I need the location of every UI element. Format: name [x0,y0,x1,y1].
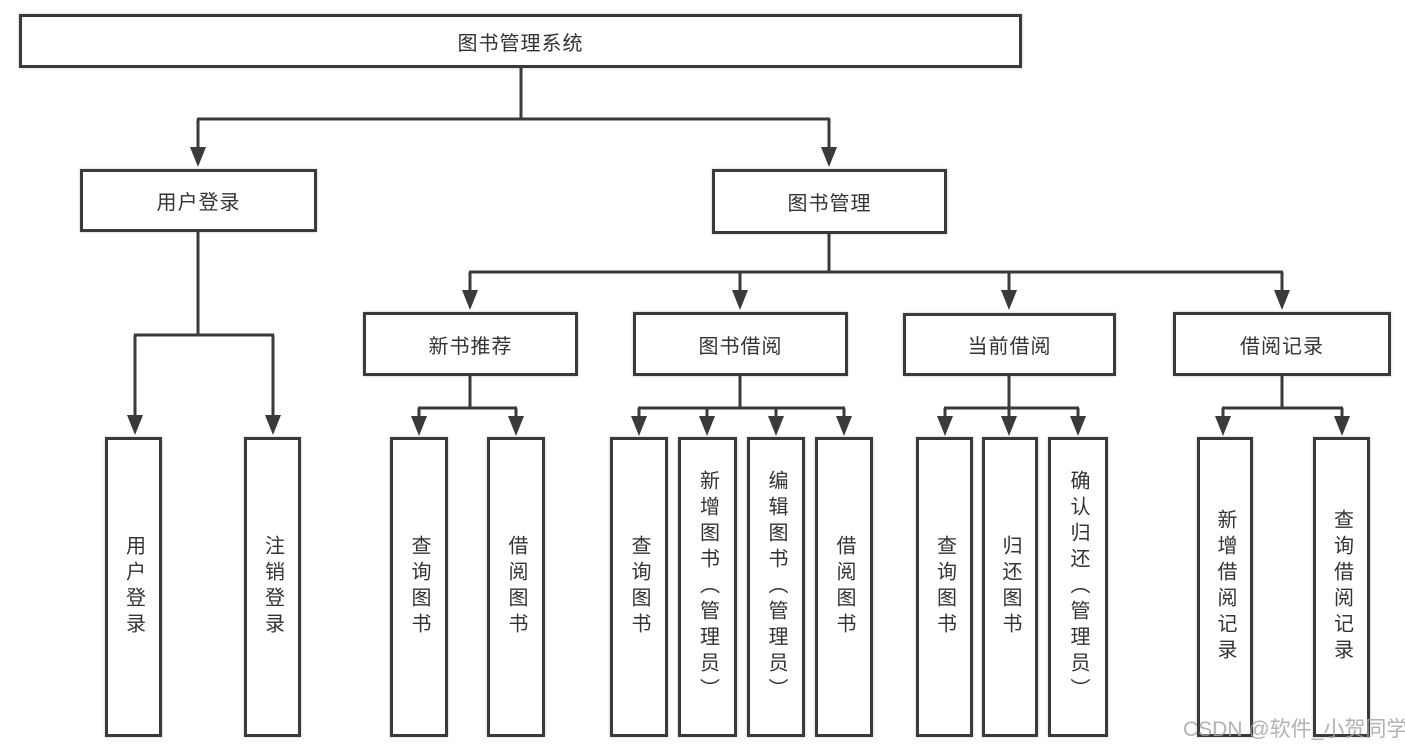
leaf-confirm-return-admin: 确认归还（管理员） [1048,437,1108,737]
leaf-add-borrow-record: 新增借阅记录 [1197,437,1253,737]
leaf-query-books-1: 查询图书 [390,437,448,737]
arrowheads [127,147,1350,436]
leaf-borrow-books-2: 借阅图书 [815,437,873,737]
leaf-query-borrow-record: 查询借阅记录 [1313,437,1370,737]
csdn-watermark: CSDN @软件_小贺同学 [1183,718,1405,741]
leaf-query-books-2: 查询图书 [610,437,668,737]
node-root: 图书管理系统 [19,14,1022,68]
leaf-query-books-3: 查询图书 [916,437,973,737]
node-book-borrowing: 图书借阅 [633,312,848,376]
node-borrowing-records: 借阅记录 [1173,312,1391,376]
node-book-management: 图书管理 [712,169,947,234]
leaf-add-books-admin: 新增图书（管理员） [678,437,737,737]
node-current-borrowing: 当前借阅 [903,313,1116,376]
leaf-logout: 注销登录 [244,437,301,737]
leaf-edit-books-admin: 编辑图书（管理员） [747,437,805,737]
leaf-return-books: 归还图书 [982,437,1038,737]
node-new-book-recommend: 新书推荐 [363,312,578,376]
connector-lines [133,68,1344,422]
node-user-login: 用户登录 [80,169,317,232]
leaf-user-login: 用户登录 [105,437,162,737]
leaf-borrow-books-1: 借阅图书 [487,437,545,737]
